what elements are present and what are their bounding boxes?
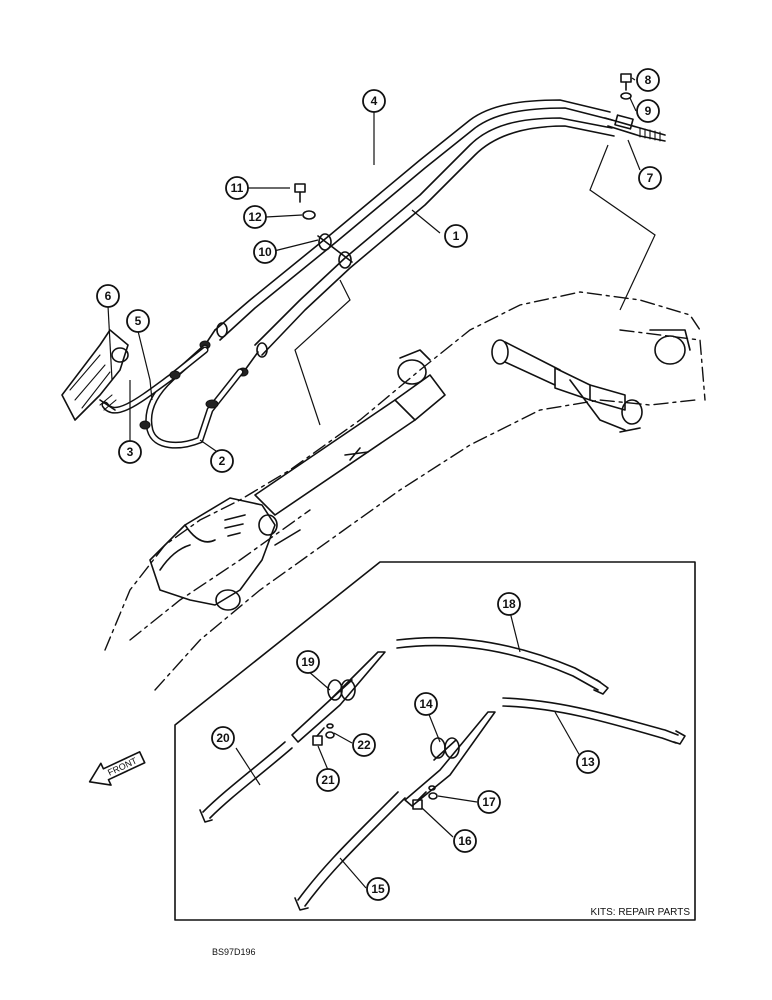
callout-8: 8	[636, 68, 660, 92]
svg-text:2: 2	[219, 454, 226, 468]
callout-9: 9	[636, 99, 660, 123]
callout-1: 1	[444, 224, 468, 248]
svg-text:22: 22	[357, 738, 371, 752]
callout-14: 14	[414, 692, 438, 716]
svg-text:12: 12	[248, 210, 262, 224]
svg-text:17: 17	[482, 795, 496, 809]
svg-text:3: 3	[127, 445, 134, 459]
callout-18: 18	[497, 592, 521, 616]
svg-text:1: 1	[453, 229, 460, 243]
callout-19: 19	[296, 650, 320, 674]
washer-12	[302, 210, 316, 220]
callout-20: 20	[211, 726, 235, 750]
boom-cylinder	[254, 349, 446, 516]
bolt-11	[294, 183, 306, 203]
callout-4: 4	[362, 89, 386, 113]
callout-3: 3	[118, 440, 142, 464]
callout-16: 16	[453, 829, 477, 853]
front-arrow: FRONT	[88, 751, 146, 786]
callout-21: 21	[316, 768, 340, 792]
svg-text:11: 11	[231, 181, 244, 195]
leaders-upper	[107, 77, 656, 463]
front-label: FRONT	[106, 755, 139, 777]
arm-cylinder	[491, 329, 691, 433]
callout-10: 10	[253, 240, 277, 264]
callout-7: 7	[638, 166, 662, 190]
hydraulic-tubes	[199, 99, 666, 377]
callout-11: 11	[225, 176, 249, 200]
callout-6: 6	[96, 284, 120, 308]
kits-label: KITS: REPAIR PARTS	[591, 907, 691, 918]
callout-5: 5	[126, 309, 150, 333]
callout-22: 22	[352, 733, 376, 757]
bolt-8	[620, 73, 632, 91]
svg-text:21: 21	[321, 773, 335, 787]
svg-text:5: 5	[135, 314, 142, 328]
callout-15: 15	[366, 877, 390, 901]
svg-text:9: 9	[645, 104, 652, 118]
boom-foot-casting	[149, 497, 301, 611]
svg-text:8: 8	[645, 73, 652, 87]
svg-text:16: 16	[458, 834, 472, 848]
kits-inset: KITS: REPAIR PARTS	[174, 561, 696, 921]
svg-text:18: 18	[502, 597, 516, 611]
svg-text:4: 4	[371, 94, 378, 108]
svg-text:10: 10	[258, 245, 272, 259]
svg-text:6: 6	[105, 289, 112, 303]
washer-9	[620, 92, 632, 100]
callout-2: 2	[210, 449, 234, 473]
svg-text:19: 19	[301, 655, 315, 669]
svg-text:14: 14	[419, 697, 433, 711]
drawing-number: BS97D196	[212, 947, 256, 957]
svg-text:13: 13	[581, 755, 595, 769]
svg-text:15: 15	[371, 882, 385, 896]
svg-text:20: 20	[216, 731, 230, 745]
callout-17: 17	[477, 790, 501, 814]
svg-text:7: 7	[647, 171, 654, 185]
callout-13: 13	[576, 750, 600, 774]
boom-outline	[104, 291, 706, 691]
callout-12: 12	[243, 205, 267, 229]
hoses-lower	[99, 344, 244, 449]
left-manifold-block	[61, 329, 129, 421]
